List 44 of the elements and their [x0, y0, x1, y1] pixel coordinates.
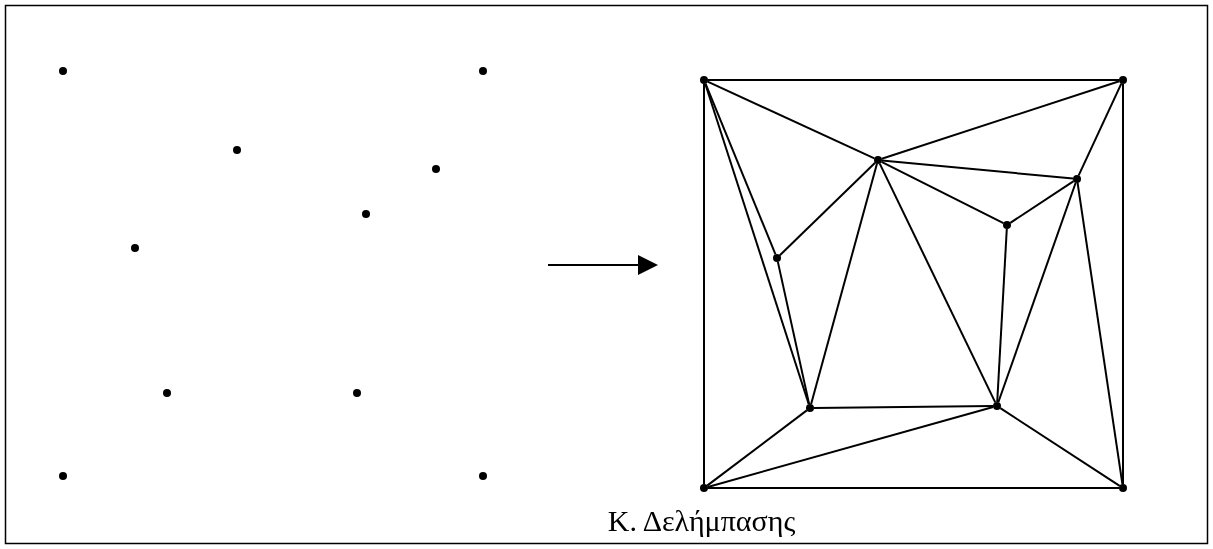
triangle-edge — [810, 162, 878, 406]
triangle-edge — [778, 161, 877, 257]
point-dot — [479, 67, 487, 75]
triangle-edge — [813, 405, 994, 409]
triangle-edge — [997, 181, 1077, 404]
triangle-edge — [1122, 83, 1124, 485]
point-dot — [353, 389, 361, 397]
point-dot — [1119, 484, 1127, 492]
triangle-edge — [881, 159, 1074, 180]
point-dot — [59, 472, 67, 480]
point-dot — [432, 165, 440, 173]
triangle-edge — [703, 83, 705, 485]
point-dot — [479, 472, 487, 480]
point-dot — [131, 244, 139, 252]
point-dot — [773, 254, 781, 262]
triangle-edge — [880, 160, 1005, 225]
point-dot — [1119, 76, 1127, 84]
point-dot — [874, 156, 882, 164]
point-dot — [362, 210, 370, 218]
triangle-edge — [878, 162, 997, 404]
triangle-edge — [704, 82, 810, 406]
triangle-edge — [776, 260, 811, 406]
triangle-edge — [706, 406, 995, 488]
triangle-edge — [999, 407, 1121, 487]
point-dot — [59, 67, 67, 75]
triangle-edge — [706, 409, 808, 487]
triangle-edge — [1009, 180, 1075, 224]
triangle-edge — [996, 228, 1008, 403]
point-dot — [993, 402, 1001, 410]
point-dot — [1003, 221, 1011, 229]
author-name: Κ. Δελήμπασης — [606, 504, 796, 537]
triangle-edge — [707, 79, 1120, 81]
triangle-edge — [706, 80, 876, 160]
point-dot — [700, 76, 708, 84]
triangle-edge — [707, 487, 1120, 489]
triangle-edge — [1077, 82, 1123, 177]
triangle-edge — [880, 80, 1121, 160]
triangle-edge — [1076, 181, 1124, 486]
point-dot — [806, 404, 814, 412]
point-dot — [1073, 175, 1081, 183]
triangle-edge — [704, 82, 777, 256]
point-dot — [233, 146, 241, 154]
point-dot — [700, 484, 708, 492]
point-dot — [163, 389, 171, 397]
